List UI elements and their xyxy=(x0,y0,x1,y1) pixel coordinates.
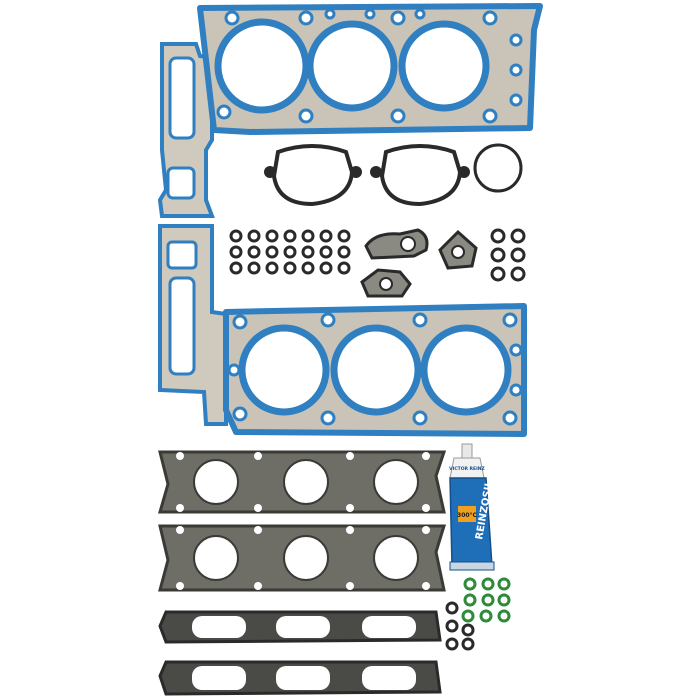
round-o-ring xyxy=(473,143,523,193)
upper-bore-1 xyxy=(214,18,310,114)
small-seals-bottom-right xyxy=(445,577,511,651)
tube-temp-badge xyxy=(458,506,476,522)
exhaust-manifold-gaskets xyxy=(158,610,442,696)
intake-manifold-gasket-2 xyxy=(158,524,447,592)
flange-gasket-1 xyxy=(364,228,429,260)
upper-bore-2 xyxy=(306,20,398,112)
lower-bore-2 xyxy=(330,324,422,416)
lower-cylinder-head-gasket-side xyxy=(158,224,228,426)
valve-cover-gasket-left xyxy=(271,144,355,207)
exhaust-manifold-gasket-1 xyxy=(158,610,442,644)
intake-manifold-gasket-1 xyxy=(158,450,447,514)
valve-cover-gaskets xyxy=(264,144,470,207)
valve-cover-gasket-right xyxy=(379,144,463,207)
upper-bore-3 xyxy=(398,20,490,112)
upper-bolt-holes xyxy=(216,8,523,124)
lower-cylinder-head-gasket xyxy=(223,303,527,437)
flange-gaskets xyxy=(360,228,478,298)
sealant-tube: 300°C VICTOR REINZ REINZOSIL xyxy=(449,443,495,571)
valve-stem-seals xyxy=(229,229,351,275)
tube-crimp xyxy=(449,561,495,571)
upper-cylinder-head-gasket xyxy=(157,3,543,218)
lower-gasket-side-window xyxy=(166,240,198,270)
lower-bore-1 xyxy=(238,324,330,416)
tube-cap-text: VICTOR REINZ xyxy=(449,466,485,472)
small-o-rings-right xyxy=(490,228,526,282)
upper-gasket-side-window xyxy=(166,166,196,200)
upper-gasket-side-slot xyxy=(168,56,196,140)
lower-bolt-holes xyxy=(227,312,523,426)
exhaust-manifold-gasket-2 xyxy=(158,660,442,696)
intake-manifold-gaskets xyxy=(158,450,447,592)
lower-bore-3 xyxy=(420,324,512,416)
tube-temp-label: 300°C xyxy=(457,512,478,519)
lower-gasket-side-slot xyxy=(168,276,196,376)
tube-nozzle xyxy=(461,443,473,459)
